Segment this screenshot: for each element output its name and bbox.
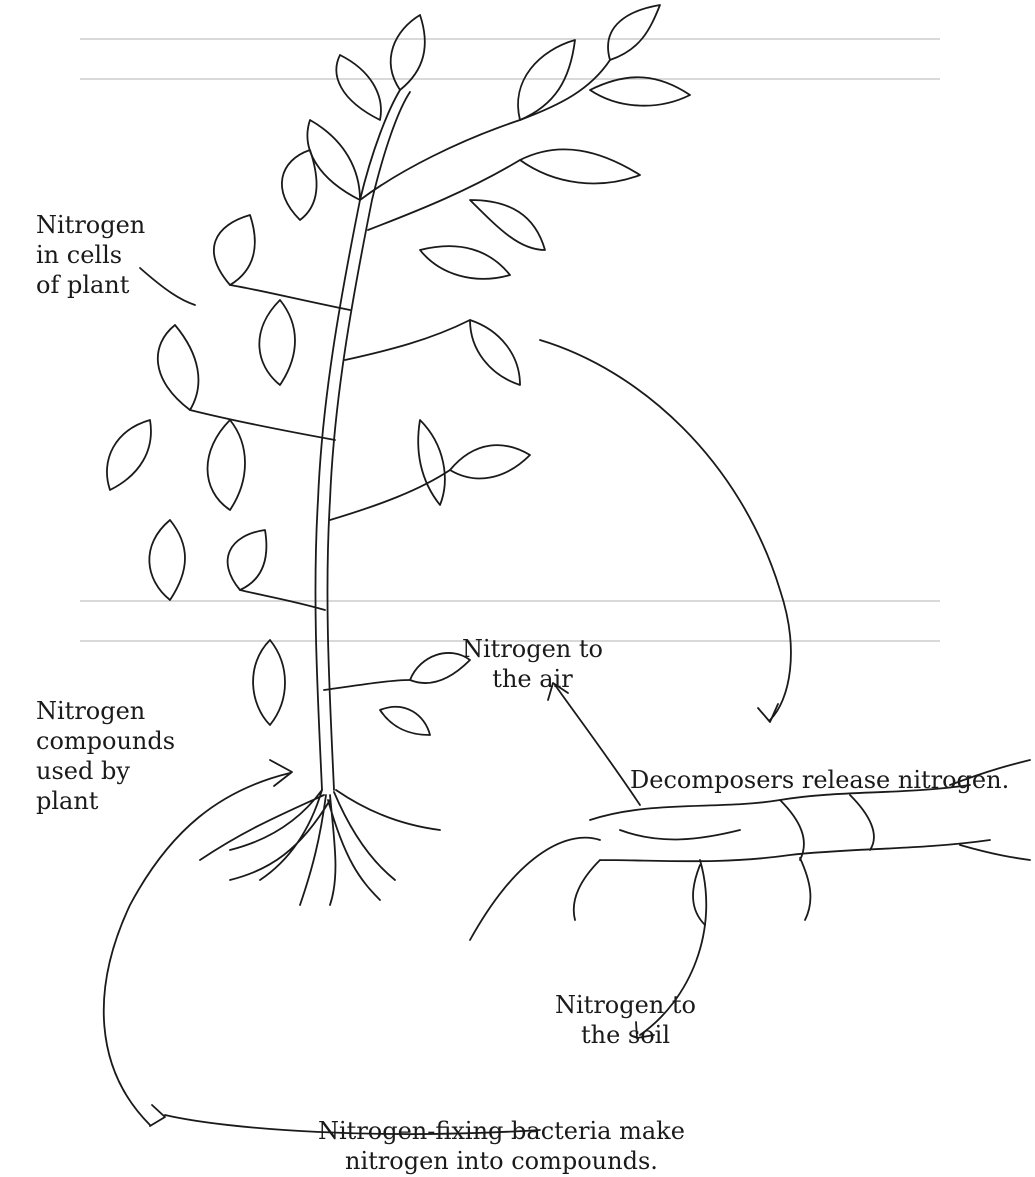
label-line: the air (462, 664, 603, 694)
label-line: in cells (36, 240, 145, 270)
leaf (208, 420, 246, 510)
arrow-to-bacteria (470, 838, 600, 940)
leaf (380, 707, 430, 735)
label-line: Nitrogen to (462, 634, 603, 664)
branch-stem (345, 320, 470, 360)
label-nitrogen-in-cells: Nitrogen in cells of plant (36, 210, 145, 300)
label-line: Nitrogen-fixing bacteria make (318, 1116, 685, 1146)
leaf (420, 246, 510, 279)
plant-roots (200, 790, 440, 905)
leaf (518, 40, 575, 120)
label-nitrogen-fixing: Nitrogen-fixing bacteria make nitrogen i… (318, 1116, 685, 1176)
label-nitrogen-to-soil: Nitrogen to the soil (555, 990, 696, 1050)
branch-stem (190, 410, 335, 440)
leaf (590, 77, 690, 105)
label-line: used by (36, 756, 175, 786)
leaf (470, 200, 545, 250)
arrow-to-plant (104, 773, 290, 1125)
leaf (520, 149, 640, 183)
arrow-to-air-upward (555, 685, 640, 805)
leaf (282, 150, 317, 220)
leaf (214, 215, 255, 285)
label-nitrogen-to-air: Nitrogen to the air (462, 634, 603, 694)
leaf (228, 530, 267, 590)
leaf (149, 520, 185, 600)
leaf (450, 445, 530, 478)
plant-stem-outline (327, 92, 410, 790)
branch-stem (230, 285, 350, 310)
pointer-line-cells (140, 268, 195, 305)
label-line: of plant (36, 270, 145, 300)
leaf (158, 325, 199, 410)
label-nitrogen-compounds: Nitrogen compounds used by plant (36, 696, 175, 816)
label-line: the soil (555, 1020, 696, 1050)
leaf (391, 15, 425, 90)
leaf (418, 420, 445, 505)
leaf (608, 5, 660, 60)
leaf (307, 120, 360, 200)
label-decomposers: Decomposers release nitrogen. (630, 765, 1009, 795)
label-line: nitrogen into compounds. (318, 1146, 685, 1176)
leaf (410, 653, 470, 683)
leaf (107, 420, 151, 490)
branch-stem (324, 680, 410, 690)
leaf (259, 300, 295, 385)
arrowhead (150, 1105, 165, 1126)
branch-stem (240, 590, 325, 610)
leaf (470, 320, 520, 385)
label-line: Nitrogen to (555, 990, 696, 1020)
leaf (253, 640, 285, 725)
label-line: compounds (36, 726, 175, 756)
label-line: Nitrogen (36, 696, 175, 726)
branch-stem (368, 160, 520, 230)
label-line: plant (36, 786, 175, 816)
label-line: Nitrogen (36, 210, 145, 240)
leaf (336, 55, 381, 120)
